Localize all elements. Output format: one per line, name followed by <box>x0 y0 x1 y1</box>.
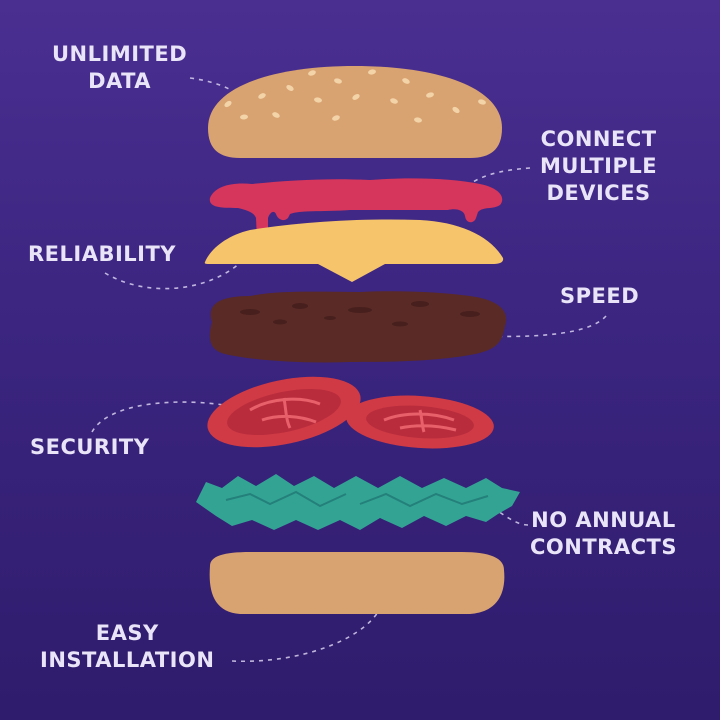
sesame-seeds <box>224 69 486 123</box>
tomato-layer <box>207 376 494 449</box>
label-easy-installation: EASY INSTALLATION <box>40 621 215 672</box>
lettuce-layer <box>196 474 520 530</box>
bottom-bun <box>209 552 505 614</box>
leader-easy-installation <box>231 611 379 663</box>
cheese-layer <box>204 219 504 282</box>
label-reliability: RELIABILITY <box>28 242 177 266</box>
label-security: SECURITY <box>30 435 150 459</box>
patty-layer <box>209 291 507 363</box>
label-speed: SPEED <box>560 284 640 308</box>
label-unlimited-data: UNLIMITED DATA <box>52 42 188 93</box>
leader-security <box>91 401 231 433</box>
leader-reliability <box>104 257 246 290</box>
label-no-annual-contracts: NO ANNUAL CONTRACTS <box>530 508 677 559</box>
ketchup-layer <box>209 178 503 246</box>
top-bun <box>208 66 502 158</box>
leader-no-annual <box>487 503 529 526</box>
label-connect-multiple-devices: CONNECT MULTIPLE DEVICES <box>540 127 658 205</box>
